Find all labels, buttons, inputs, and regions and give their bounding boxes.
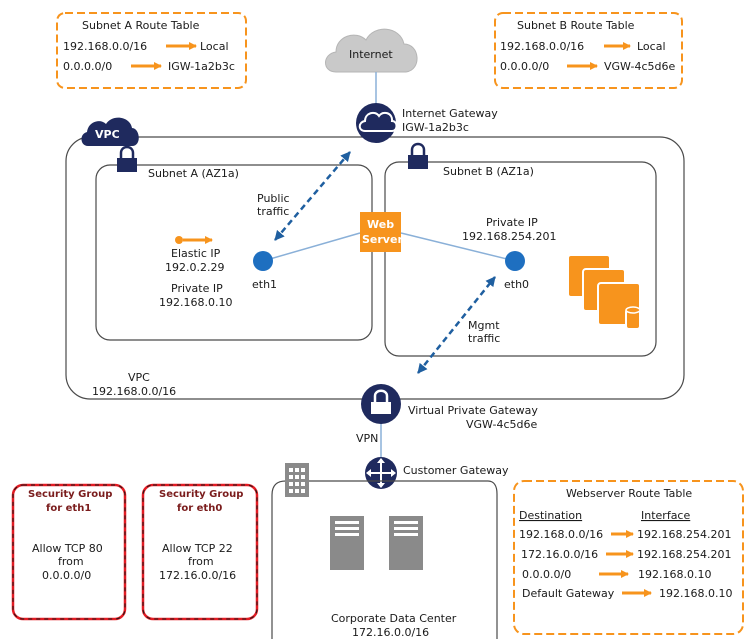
eth1-node [253, 251, 273, 271]
sg-eth0-rule3: 172.16.0.0/16 [159, 569, 236, 582]
web-server-line2: Server [362, 233, 403, 246]
route-destination: 172.16.0.0/16 [521, 548, 598, 561]
internet-gateway-id: IGW-1a2b3c [402, 121, 469, 134]
vpn-label: VPN [356, 432, 378, 445]
lock-icon [117, 145, 137, 172]
eth1-label: eth1 [252, 278, 277, 291]
sg-eth1-rule3: 0.0.0.0/0 [42, 569, 91, 582]
public-traffic-line1: Public [257, 192, 290, 205]
subnet-a-label: Subnet A (AZ1a) [148, 167, 239, 180]
server-icon [330, 516, 364, 570]
vpc-cidr: 192.168.0.0/16 [92, 385, 176, 398]
vpc-badge: VPC [95, 128, 120, 141]
ec2-instances-icon [567, 254, 641, 330]
route-destination: 192.168.0.0/16 [63, 40, 147, 53]
internet-cloud-icon: Internet [325, 28, 418, 73]
customer-gateway-label: Customer Gateway [403, 464, 509, 477]
sg-eth1-rule2: from [58, 555, 84, 568]
security-group-eth0: Security Group for eth0 Allow TCP 22 fro… [141, 483, 259, 621]
private-ip-b-value: 192.168.254.201 [462, 230, 556, 243]
building-icon [285, 463, 309, 497]
mgmt-traffic-arrow [417, 276, 496, 374]
eth0-link [400, 232, 516, 262]
sg-eth0-title2: for eth0 [177, 503, 222, 514]
eth0-label: eth0 [504, 278, 529, 291]
route-interface: 192.168.254.201 [637, 528, 731, 541]
vpn-gateway-name: Virtual Private Gateway [408, 404, 538, 417]
lock-icon [408, 142, 428, 169]
public-traffic-line2: traffic [257, 205, 289, 218]
internet-label: Internet [349, 48, 393, 61]
elastic-ip-value: 192.0.2.29 [165, 261, 224, 274]
private-ip-a-value: 192.168.0.10 [159, 296, 232, 309]
elastic-ip-label: Elastic IP [171, 247, 221, 260]
vpc-label: VPC [128, 371, 150, 384]
corporate-dc-label: Corporate Data Center [331, 612, 457, 625]
subnet-a-box [95, 164, 373, 341]
security-group-eth1: Security Group for eth1 Allow TCP 80 fro… [11, 483, 127, 621]
sg-eth1-title2: for eth1 [46, 503, 91, 514]
webserver-route-table: Webserver Route Table Destination Interf… [513, 480, 744, 635]
subnet-a-route-table: Subnet A Route Table 192.168.0.0/16 Loca… [56, 12, 247, 89]
web-server-line1: Web [367, 218, 394, 231]
eth1-link [262, 232, 361, 262]
subnet-b-label: Subnet B (AZ1a) [443, 165, 534, 178]
route-target: Local [637, 40, 666, 53]
sg-eth0-rule2: from [188, 555, 214, 568]
private-ip-b-label: Private IP [486, 216, 538, 229]
subnet-b-route-table-title: Subnet B Route Table [517, 19, 635, 32]
subnet-b-route-table: Subnet B Route Table 192.168.0.0/16 Loca… [494, 12, 683, 89]
route-destination: 0.0.0.0/0 [522, 568, 571, 581]
col-interface: Interface [641, 509, 690, 522]
mgmt-traffic-line2: traffic [468, 332, 500, 345]
route-interface: 192.168.254.201 [637, 548, 731, 561]
route-target: IGW-1a2b3c [168, 60, 235, 73]
vpn-gateway-id: VGW-4c5d6e [466, 418, 537, 431]
route-target: VGW-4c5d6e [604, 60, 675, 73]
route-interface: 192.168.0.10 [638, 568, 711, 581]
sg-eth0-rule1: Allow TCP 22 [162, 542, 233, 555]
customer-gateway-icon [365, 457, 397, 489]
corporate-dc-box [271, 480, 498, 639]
virtual-private-gateway-icon [361, 384, 401, 424]
route-destination: 0.0.0.0/0 [63, 60, 112, 73]
internet-gateway-name: Internet Gateway [402, 107, 498, 120]
webserver-route-table-title: Webserver Route Table [566, 487, 692, 500]
route-target: Local [200, 40, 229, 53]
elastic-ip-icon [175, 236, 213, 244]
route-destination: 192.168.0.0/16 [519, 528, 603, 541]
subnet-a-route-table-title: Subnet A Route Table [82, 19, 200, 32]
internet-gateway-icon [356, 103, 398, 143]
sg-eth1-rule1: Allow TCP 80 [32, 542, 103, 555]
private-ip-a-label: Private IP [171, 282, 223, 295]
mgmt-traffic-line1: Mgmt [468, 319, 500, 332]
web-server-icon: Web Server [360, 212, 403, 252]
subnet-b-box [384, 161, 657, 357]
route-destination: Default Gateway [522, 587, 615, 600]
sg-eth1-title1: Security Group [28, 489, 112, 500]
server-icon [389, 516, 423, 570]
col-destination: Destination [519, 509, 582, 522]
route-destination: 192.168.0.0/16 [500, 40, 584, 53]
eth0-node [505, 251, 525, 271]
sg-eth0-title1: Security Group [159, 489, 243, 500]
route-interface: 192.168.0.10 [659, 587, 732, 600]
vpc-cloud-icon: VPC [81, 117, 139, 146]
route-destination: 0.0.0.0/0 [500, 60, 549, 73]
corporate-dc-cidr: 172.16.0.0/16 [352, 626, 429, 639]
